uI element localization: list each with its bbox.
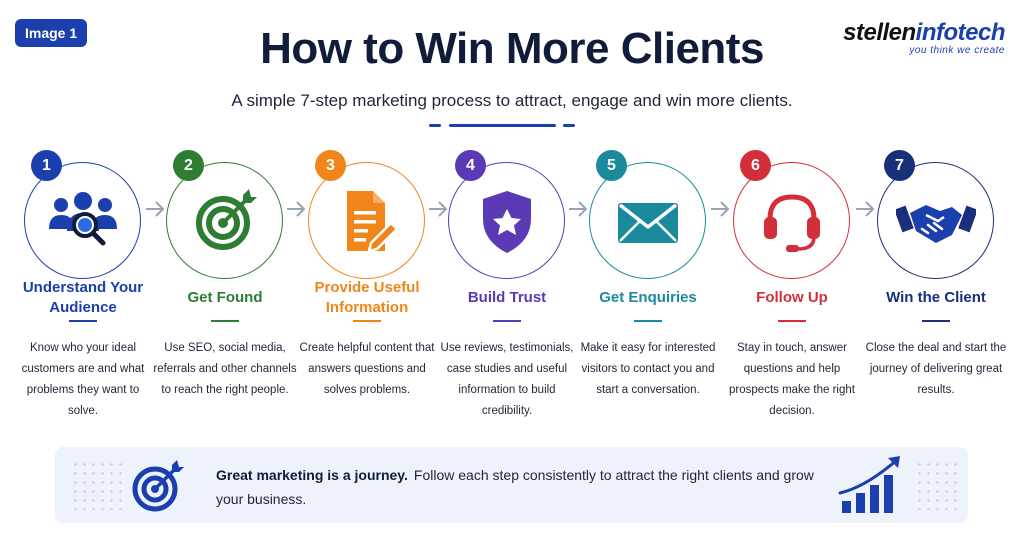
step-5-title: Get Enquiries: [599, 289, 697, 306]
company-logo: stelleninfotech you think we create: [843, 19, 1005, 56]
logo-tagline: you think we create: [909, 45, 1005, 56]
banner-message: Great marketing is a journey.Follow each…: [216, 463, 816, 511]
step-7-description: Close the deal and start the journey of …: [865, 342, 1007, 396]
step-2-number: 2: [173, 150, 204, 181]
page-title: How to Win More Clients: [260, 24, 764, 73]
logo-text-infotech: infotech: [915, 19, 1006, 46]
step-6-underline: [778, 320, 806, 322]
step-4-description: Use reviews, testimonials, case studies …: [440, 342, 574, 417]
step-5-number: 5: [596, 150, 627, 181]
step-7-underline: [922, 320, 950, 322]
image-badge: Image 1: [15, 19, 88, 47]
step-5-description: Make it easy for interested visitors to …: [580, 342, 716, 396]
step-6-circle: [733, 162, 850, 279]
arrow-right-icon: [856, 201, 875, 217]
envelope-icon: [618, 203, 678, 243]
dot-pattern-right: [915, 460, 959, 510]
step-1-description: Know who your ideal customers are and wh…: [21, 342, 145, 417]
banner-body: Follow each step consistently to attract…: [216, 467, 814, 507]
step-1-number: 1: [31, 150, 62, 181]
step-4-title: Build Trust: [467, 289, 547, 306]
title-separator-main: [449, 124, 556, 127]
audience-search-icon: [49, 192, 117, 246]
step-7-number: 7: [884, 150, 915, 181]
step-3-circle: [308, 162, 425, 279]
arrow-right-icon: [146, 201, 165, 217]
step-2-title: Get Found: [187, 289, 263, 306]
step-6-description: Stay in touch, answer questions and help…: [729, 342, 855, 417]
step-7-circle: [877, 162, 994, 279]
handshake-icon: [896, 205, 976, 243]
step-1-title: Understand Your Audience: [22, 279, 144, 316]
step-2-underline: [211, 320, 239, 322]
document-edit-icon: [347, 191, 399, 253]
dot-pattern-left: [71, 460, 123, 510]
step-2-description: Use SEO, social media, referrals and oth…: [153, 342, 297, 396]
step-6-number: 6: [740, 150, 771, 181]
arrow-right-icon: [287, 201, 306, 217]
step-3-description: Create helpful content that answers ques…: [299, 342, 435, 396]
step-1-circle: [24, 162, 141, 279]
title-separator-right: [563, 124, 575, 127]
growth-chart-icon: [838, 456, 900, 513]
banner-headline: Great marketing is a journey.: [216, 467, 408, 483]
step-3-number: 3: [315, 150, 346, 181]
step-5-underline: [634, 320, 662, 322]
journey-banner: Great marketing is a journey.Follow each…: [55, 447, 968, 523]
arrow-right-icon: [569, 201, 588, 217]
title-separator-left: [429, 124, 441, 127]
step-4-underline: [493, 320, 521, 322]
step-7-title: Win the Client: [886, 289, 986, 306]
step-2-circle: [166, 162, 283, 279]
step-3-title: Provide Useful Information: [314, 279, 420, 316]
step-6-title: Follow Up: [756, 289, 828, 306]
arrow-right-icon: [429, 201, 448, 217]
shield-star-icon: [483, 191, 531, 253]
step-4-circle: [448, 162, 565, 279]
arrow-right-icon: [711, 201, 730, 217]
target-icon: [196, 189, 257, 250]
step-5-circle: [589, 162, 706, 279]
step-3-underline: [353, 320, 381, 322]
target-arrow-icon: [132, 460, 184, 512]
headset-icon: [764, 194, 820, 252]
step-1-underline: [69, 320, 97, 322]
page-subtitle: A simple 7-step marketing process to att…: [231, 91, 793, 110]
step-4-number: 4: [455, 150, 486, 181]
logo-text-stellen: stellen: [843, 19, 916, 46]
